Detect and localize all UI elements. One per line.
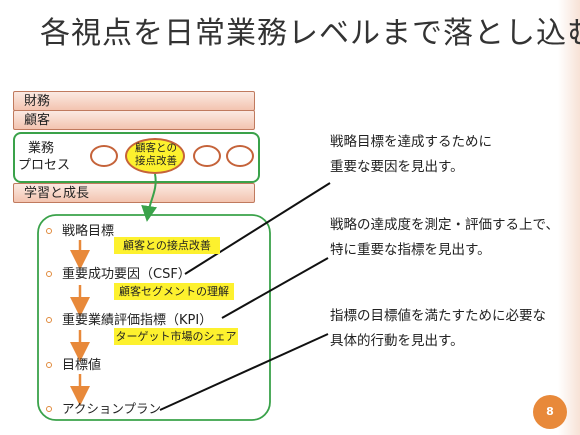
step-tag-2: 顧客セグメントの理解 [114,283,234,300]
perspective-finance-label: 財務 [24,94,51,109]
connector-line-3 [159,333,329,411]
process-highlight-line1: 顧客との [135,142,177,154]
process-highlight-oval [125,138,185,174]
steps-green-frame [37,214,271,421]
note-3: 指標の目標値を満たすために必要な 具体的行動を見出す。 [330,304,580,354]
note-1-line2: 重要な要因を見出す。 [330,159,464,175]
step-label-5: アクションプラン [62,401,162,416]
process-oval-1 [90,145,118,167]
perspective-learning-label: 学習と成長 [24,186,90,201]
step-tag-1: 顧客との接点改善 [114,237,220,254]
slide-side-stripe [558,0,580,435]
note-3-line2: 具体的行動を見出す。 [330,333,464,349]
step-bullet-4 [46,362,52,368]
green-link-arrow [141,173,158,222]
step-tag-3: ターゲット市場のシェア [114,328,238,345]
step-label-3: 重要業績評価指標（KPI） [62,313,213,328]
perspective-process-label-2: プロセス [18,158,71,173]
step-label-2: 重要成功要因（CSF） [62,267,191,282]
note-2-line2: 特に重要な指標を見出す。 [330,242,491,258]
process-highlight-text: 顧客との 接点改善 [130,142,182,168]
step-bullet-3 [46,317,52,323]
page-number-badge: 8 [533,395,567,429]
note-1: 戦略目標を達成するために 重要な要因を見出す。 [330,130,492,180]
note-2-line1: 戦略の達成度を測定・評価する上で、 [330,217,559,233]
note-1-line1: 戦略目標を達成するために [330,134,492,150]
perspective-learning: 学習と成長 [13,183,255,203]
step-bullet-5 [46,406,52,412]
step-label-1: 戦略目標 [62,224,115,239]
step-label-4: 目標値 [62,358,102,373]
note-3-line1: 指標の目標値を満たすために必要な [330,308,546,324]
connector-line-2 [221,257,329,319]
step-bullet-1 [46,228,52,234]
process-highlight-line2: 接点改善 [135,155,177,167]
perspective-customer: 顧客 [13,110,255,130]
perspective-process-label-1: 業務 [28,141,55,156]
note-2: 戦略の達成度を測定・評価する上で、 特に重要な指標を見出す。 [330,213,580,263]
connector-line-1 [184,182,331,275]
slide-title: 各視点を日常業務レベルまで落とし込む [40,16,580,51]
step-bullet-2 [46,271,52,277]
perspective-customer-label: 顧客 [24,113,51,128]
process-oval-3 [193,145,221,167]
process-oval-4 [226,145,254,167]
